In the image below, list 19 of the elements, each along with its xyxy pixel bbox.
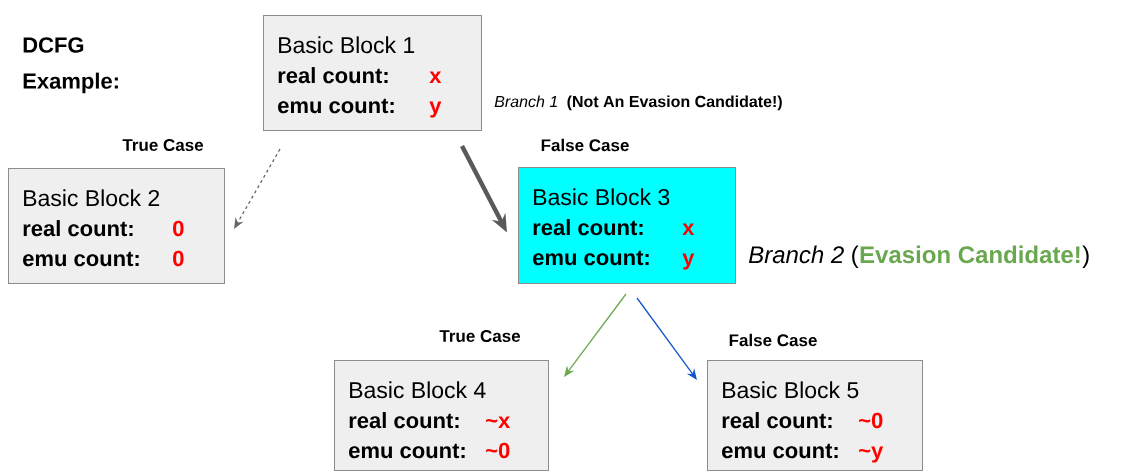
arrow (564, 293, 627, 377)
block-box: Basic Block 5 real count: ~0 emu count: ~y (707, 360, 923, 471)
branch-note: Branch 2 (748, 245, 844, 264)
block-box: Basic Block 4 real count: ~x emu count: ~0 (334, 360, 549, 471)
branch-note: Evasion Candidate! (860, 245, 1080, 264)
edge-label: False Case (729, 333, 817, 347)
arrow (636, 297, 697, 380)
edge-label: True Case (439, 330, 521, 343)
title: DCFG Example: (23, 37, 118, 94)
arrow (234, 148, 281, 229)
block-box: Basic Block 1 real count: x emu count: y (263, 15, 482, 131)
branch-note: ( (852, 245, 859, 268)
edge-label: True Case (122, 139, 204, 152)
block-box: Basic Block 2 real count: 0 emu count: 0 (8, 168, 225, 284)
branch-note: ) (1082, 245, 1089, 268)
block-box: Basic Block 3 real count: x emu count: y (518, 167, 736, 284)
branch-note: Branch 1 (494, 95, 557, 108)
branch-note: (Not An Evasion Candidate!) (567, 95, 782, 111)
edge-label: False Case (541, 138, 629, 152)
